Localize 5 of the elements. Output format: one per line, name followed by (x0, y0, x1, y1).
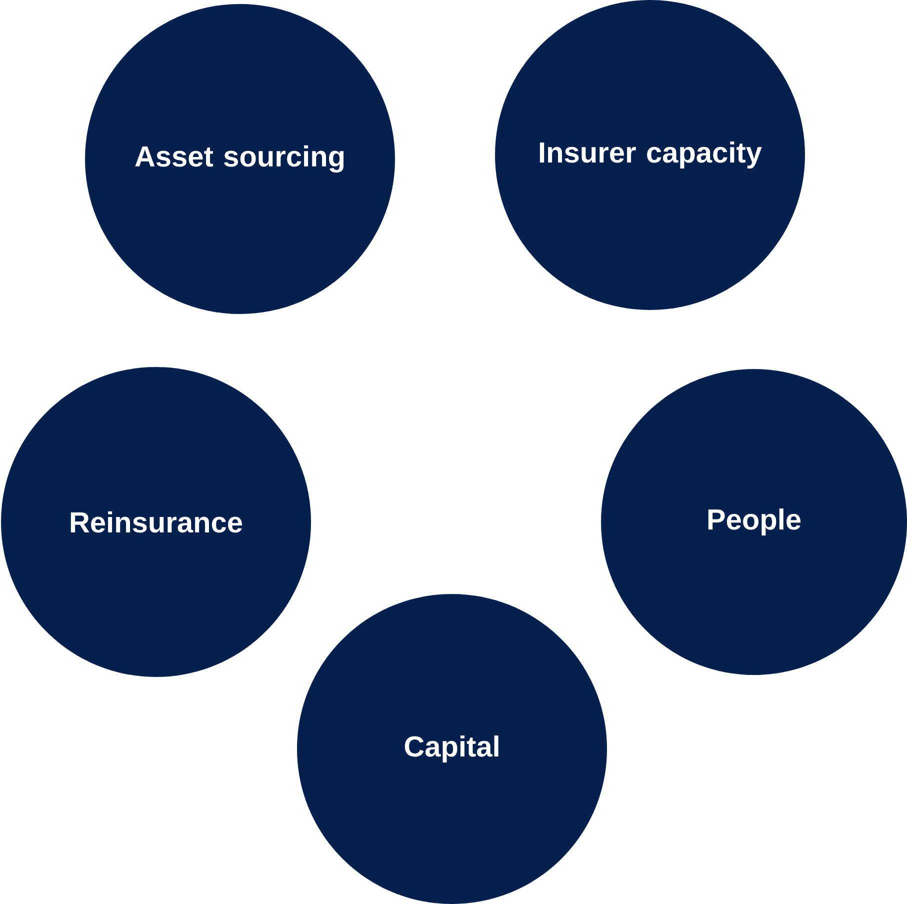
circle-node: Capital (297, 594, 607, 904)
circle-node: Reinsurance (1, 367, 311, 677)
circle-node: Asset sourcing (85, 4, 395, 314)
circle-node: People (601, 369, 907, 675)
circle-node: Insurer capacity (495, 0, 805, 310)
